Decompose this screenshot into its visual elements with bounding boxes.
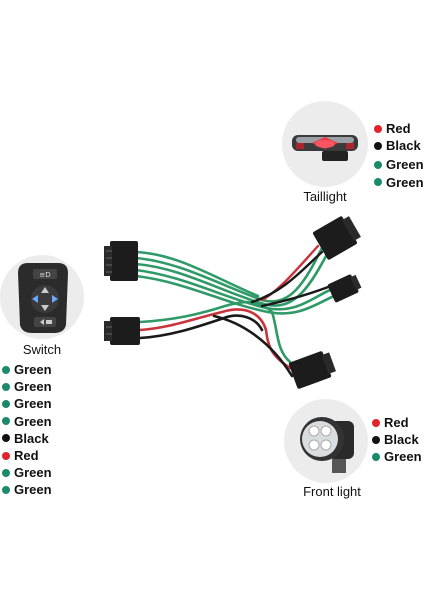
taillight-caption: Taillight: [303, 189, 347, 204]
color-dot-icon: [2, 382, 10, 391]
legend-item: Green: [372, 448, 422, 465]
legend-item: Green: [2, 361, 52, 378]
color-dot-icon: [2, 365, 10, 374]
wire-black: [250, 250, 324, 304]
legend-item: Green: [2, 378, 52, 395]
legend-item: Green: [374, 174, 424, 191]
legend-item: Red: [2, 447, 52, 464]
color-dot-icon: [2, 417, 10, 426]
wire-red: [138, 308, 292, 370]
front-light-wire-legend: Red Black Green: [372, 414, 422, 466]
wire-green: [134, 274, 336, 315]
front-light-photo: [284, 399, 368, 483]
svg-text:≡D: ≡D: [39, 271, 50, 279]
color-dot-icon: [2, 485, 10, 494]
color-dot-icon: [374, 124, 382, 133]
legend-item: Green: [2, 413, 52, 430]
headlight-icon: [300, 417, 354, 473]
taillight-icon: [292, 135, 358, 161]
color-dot-icon: [372, 452, 380, 461]
color-dot-icon: [374, 141, 382, 150]
legend-item: Green: [2, 395, 52, 412]
color-dot-icon: [374, 160, 382, 169]
wire-green: [134, 250, 260, 298]
connector-taillight-4pin: [313, 216, 361, 260]
color-dot-icon: [2, 399, 10, 408]
color-dot-icon: [2, 451, 10, 460]
legend-item: Red: [374, 120, 424, 137]
legend-item: Black: [2, 430, 52, 447]
legend-item: Green: [2, 481, 52, 498]
handlebar-switch-icon: ≡D: [18, 263, 68, 333]
connector-switch-6pin: [104, 241, 138, 281]
front-light-caption: Front light: [303, 484, 361, 499]
taillight-photo: [282, 101, 368, 187]
legend-item: Red: [372, 414, 422, 431]
color-dot-icon: [2, 468, 10, 477]
switch-wire-legend: Green Green Green Green Black Red Green …: [2, 361, 52, 499]
taillight-wire-legend: Red Black Green Green: [374, 120, 424, 191]
color-dot-icon: [2, 434, 10, 443]
legend-item: Green: [2, 464, 52, 481]
wire-black: [212, 314, 294, 378]
connector-frontlight-3pin: [288, 351, 336, 389]
legend-item: Black: [372, 431, 422, 448]
wire-green: [138, 300, 292, 364]
wire-green: [134, 254, 328, 307]
connector-switch-3pin: [104, 317, 140, 345]
wire-green: [134, 268, 332, 311]
color-dot-icon: [374, 178, 382, 187]
connector-taillight-2pin: [327, 274, 362, 303]
switch-photo: ≡D: [0, 255, 84, 339]
legend-item: Green: [374, 156, 424, 173]
color-dot-icon: [372, 435, 380, 444]
switch-caption: Switch: [22, 342, 62, 357]
color-dot-icon: [372, 418, 380, 427]
legend-item: Black: [374, 137, 424, 154]
